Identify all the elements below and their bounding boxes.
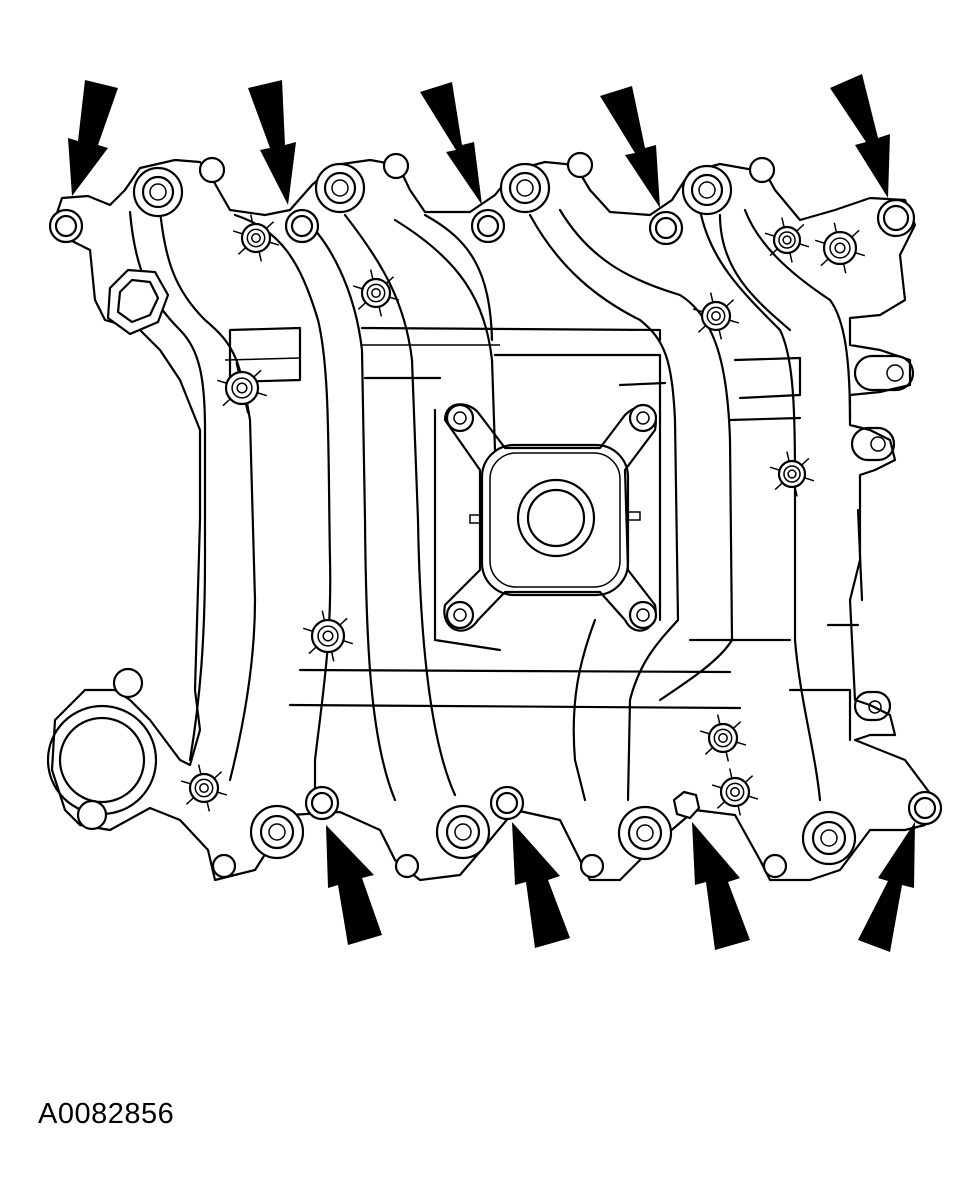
stud-fitting (352, 269, 400, 317)
hex-nut (106, 268, 170, 336)
top-arrows (68, 74, 890, 208)
stud-fitting (232, 214, 280, 262)
upper-port-bosses (132, 151, 776, 218)
stud-fitting (180, 764, 228, 812)
stud-fitting (814, 222, 866, 274)
arrow-top-3 (420, 82, 482, 205)
arrow-bottom-2 (512, 822, 570, 948)
arrow-bottom-3 (692, 822, 750, 950)
side-brackets (850, 354, 915, 722)
target-bolt-holes (48, 198, 943, 826)
stud-fitting (711, 768, 759, 816)
stud-fittings (180, 214, 866, 816)
stud-fitting (769, 451, 815, 497)
plenum-body (224, 326, 864, 742)
arrow-top-5 (830, 74, 890, 198)
coolant-flange (46, 667, 158, 831)
arrow-bottom-4 (858, 822, 915, 952)
stud-fitting (216, 362, 268, 414)
stud-fitting (692, 292, 740, 340)
lower-port-bosses (211, 804, 857, 879)
arrow-bottom-1 (326, 825, 382, 945)
arrow-top-4 (600, 86, 660, 208)
figure-id-label: A0082856 (38, 1098, 175, 1130)
arrow-top-1 (68, 80, 118, 196)
arrow-top-2 (248, 80, 296, 205)
stud-fitting (699, 714, 747, 762)
bottom-arrows (326, 822, 915, 952)
stud-fitting (764, 217, 810, 263)
stud-fitting (302, 610, 354, 662)
manifold-outline (50, 158, 937, 882)
throttle-body-mount (443, 403, 658, 632)
